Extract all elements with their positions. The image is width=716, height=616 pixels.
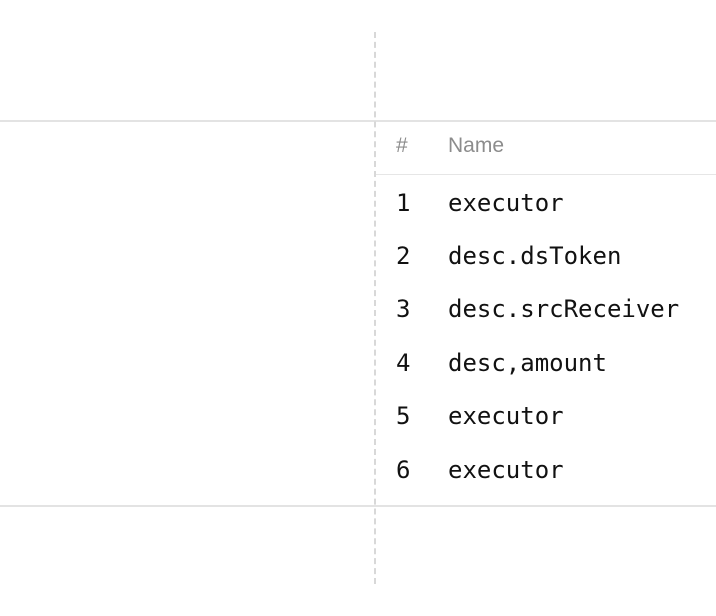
row-number: 4 [396, 349, 411, 377]
table-header: # Name [376, 120, 716, 175]
param-name: executor [448, 402, 564, 430]
param-name: executor [448, 456, 564, 484]
param-name: desc.dsToken [448, 242, 622, 270]
row-number: 1 [396, 189, 411, 217]
table-row: 4 desc,amount [376, 336, 716, 389]
row-number: 3 [396, 295, 411, 323]
table-row: 5 executor [376, 389, 716, 442]
table-row: 3 desc.srcReceiver [376, 282, 716, 335]
row-number: 5 [396, 402, 411, 430]
top-divider [0, 120, 716, 122]
column-header-name: Name [448, 134, 505, 157]
row-number: 2 [396, 242, 411, 270]
param-name: desc.srcReceiver [448, 295, 680, 323]
table-row: 2 desc.dsToken [376, 229, 716, 282]
params-table: # Name 1 executor 2 desc.dsToken 3 desc.… [376, 120, 716, 508]
column-header-number: # [396, 134, 408, 157]
table-row: 1 executor [376, 176, 716, 229]
param-name: executor [448, 189, 564, 217]
param-name: desc,amount [448, 349, 607, 377]
row-number: 6 [396, 456, 411, 484]
table-row: 6 executor [376, 443, 716, 496]
column-divider [374, 32, 376, 584]
bottom-divider [0, 505, 716, 507]
